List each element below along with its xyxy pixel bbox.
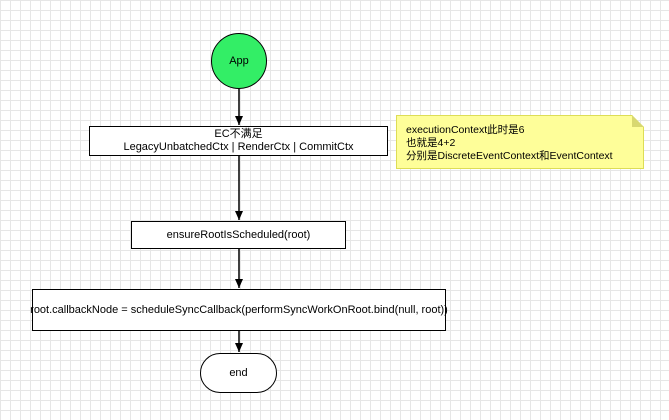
ec-condition-line2: LegacyUnbatchedCtx | RenderCtx | CommitC… [123, 141, 354, 153]
schedule-sync-callback-node[interactable]: root.callbackNode = scheduleSyncCallback… [30, 289, 448, 331]
start-node-label: App [229, 54, 249, 67]
ensure-root-scheduled-node[interactable]: ensureRootIsScheduled(root) [131, 221, 346, 249]
schedule-node-label: root.callbackNode = scheduleSyncCallback… [30, 303, 448, 316]
ensure-node-label: ensureRootIsScheduled(root) [166, 228, 311, 241]
ec-condition-line1: EC不满足 [214, 128, 263, 140]
note-line2: 也就是4+2 [406, 137, 456, 149]
sticky-note[interactable]: executionContext此时是6 也就是4+2 分别是DiscreteE… [396, 115, 644, 169]
note-line3: 分别是DiscreteEventContext和EventContext [406, 150, 613, 162]
note-line1: executionContext此时是6 [406, 124, 525, 136]
end-node-label: end [229, 366, 248, 379]
end-node[interactable]: end [200, 353, 277, 393]
start-node-app[interactable]: App [211, 33, 267, 89]
ec-condition-node[interactable]: EC不满足 LegacyUnbatchedCtx | RenderCtx | C… [89, 126, 388, 156]
